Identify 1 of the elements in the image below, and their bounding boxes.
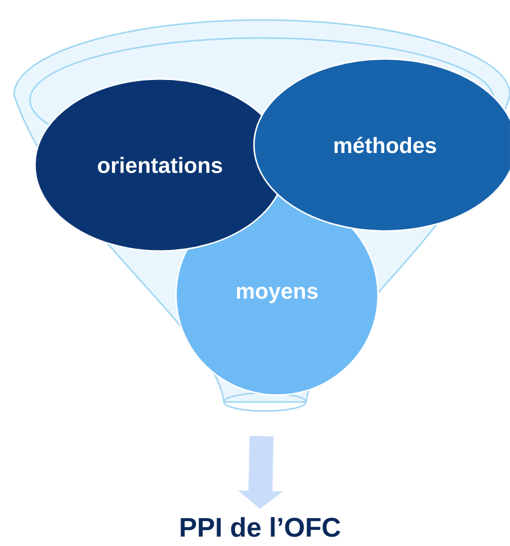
title: PPI de l’OFC: [180, 517, 340, 537]
